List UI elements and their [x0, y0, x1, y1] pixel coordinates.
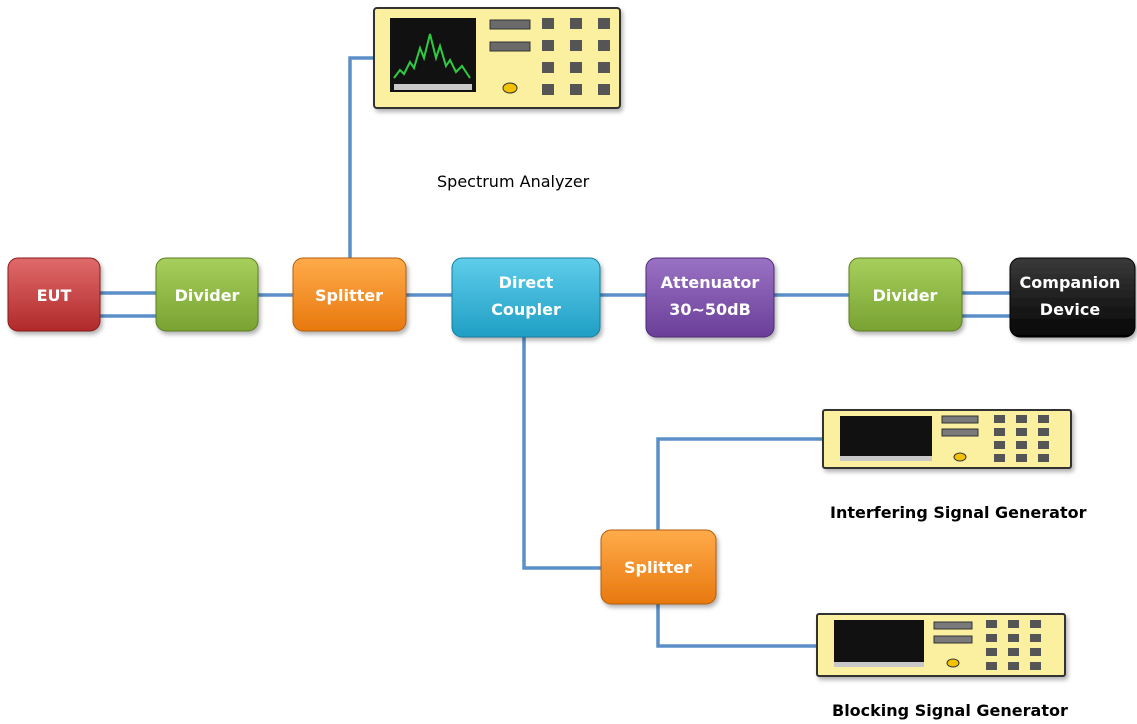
splitter-block-top: Splitter [292, 257, 407, 332]
spectrum-analyzer-icon [373, 7, 621, 109]
blocking-generator-label: Blocking Signal Generator [832, 701, 1068, 720]
blocking-generator-screen [834, 620, 924, 662]
companion-device-block: Companion Device [1009, 257, 1136, 338]
coupler-label-line2: Coupler [491, 300, 561, 319]
companion-label-line2: Device [1040, 300, 1101, 319]
attenuator-block: Attenuator 30~50dB [645, 257, 775, 338]
attenuator-label-line1: Attenuator [661, 273, 760, 292]
analyzer-screen [390, 18, 476, 92]
attenuator-label-line2: 30~50dB [669, 300, 751, 319]
blocking-signal-generator-icon [816, 613, 1066, 677]
companion-label-line1: Companion [1020, 273, 1121, 292]
divider-left-label: Divider [175, 286, 240, 305]
eut-block: EUT [7, 257, 101, 332]
wire-splitter-blocking [656, 602, 819, 648]
wire-coupler-splitter [522, 335, 603, 570]
interfering-generator-label: Interfering Signal Generator [830, 503, 1087, 522]
spectrum-trace [393, 33, 471, 79]
eut-label: EUT [37, 286, 72, 305]
coupler-label-line1: Direct [499, 273, 554, 292]
splitter-top-label: Splitter [315, 286, 383, 305]
splitter-block-bottom: Splitter [600, 529, 717, 605]
interfering-signal-generator-icon [822, 409, 1072, 469]
wire-splitter-interfering [656, 437, 825, 532]
divider-right-label: Divider [873, 286, 938, 305]
divider-block-left: Divider [155, 257, 259, 332]
spectrum-analyzer-label: Spectrum Analyzer [437, 172, 590, 191]
splitter-bottom-label: Splitter [624, 558, 692, 577]
direct-coupler-block: Direct Coupler [451, 257, 601, 338]
connection-lines [98, 56, 1012, 648]
interfering-generator-screen [840, 416, 932, 456]
wire-splitter-analyzer [348, 56, 376, 260]
divider-block-right: Divider [848, 257, 963, 332]
